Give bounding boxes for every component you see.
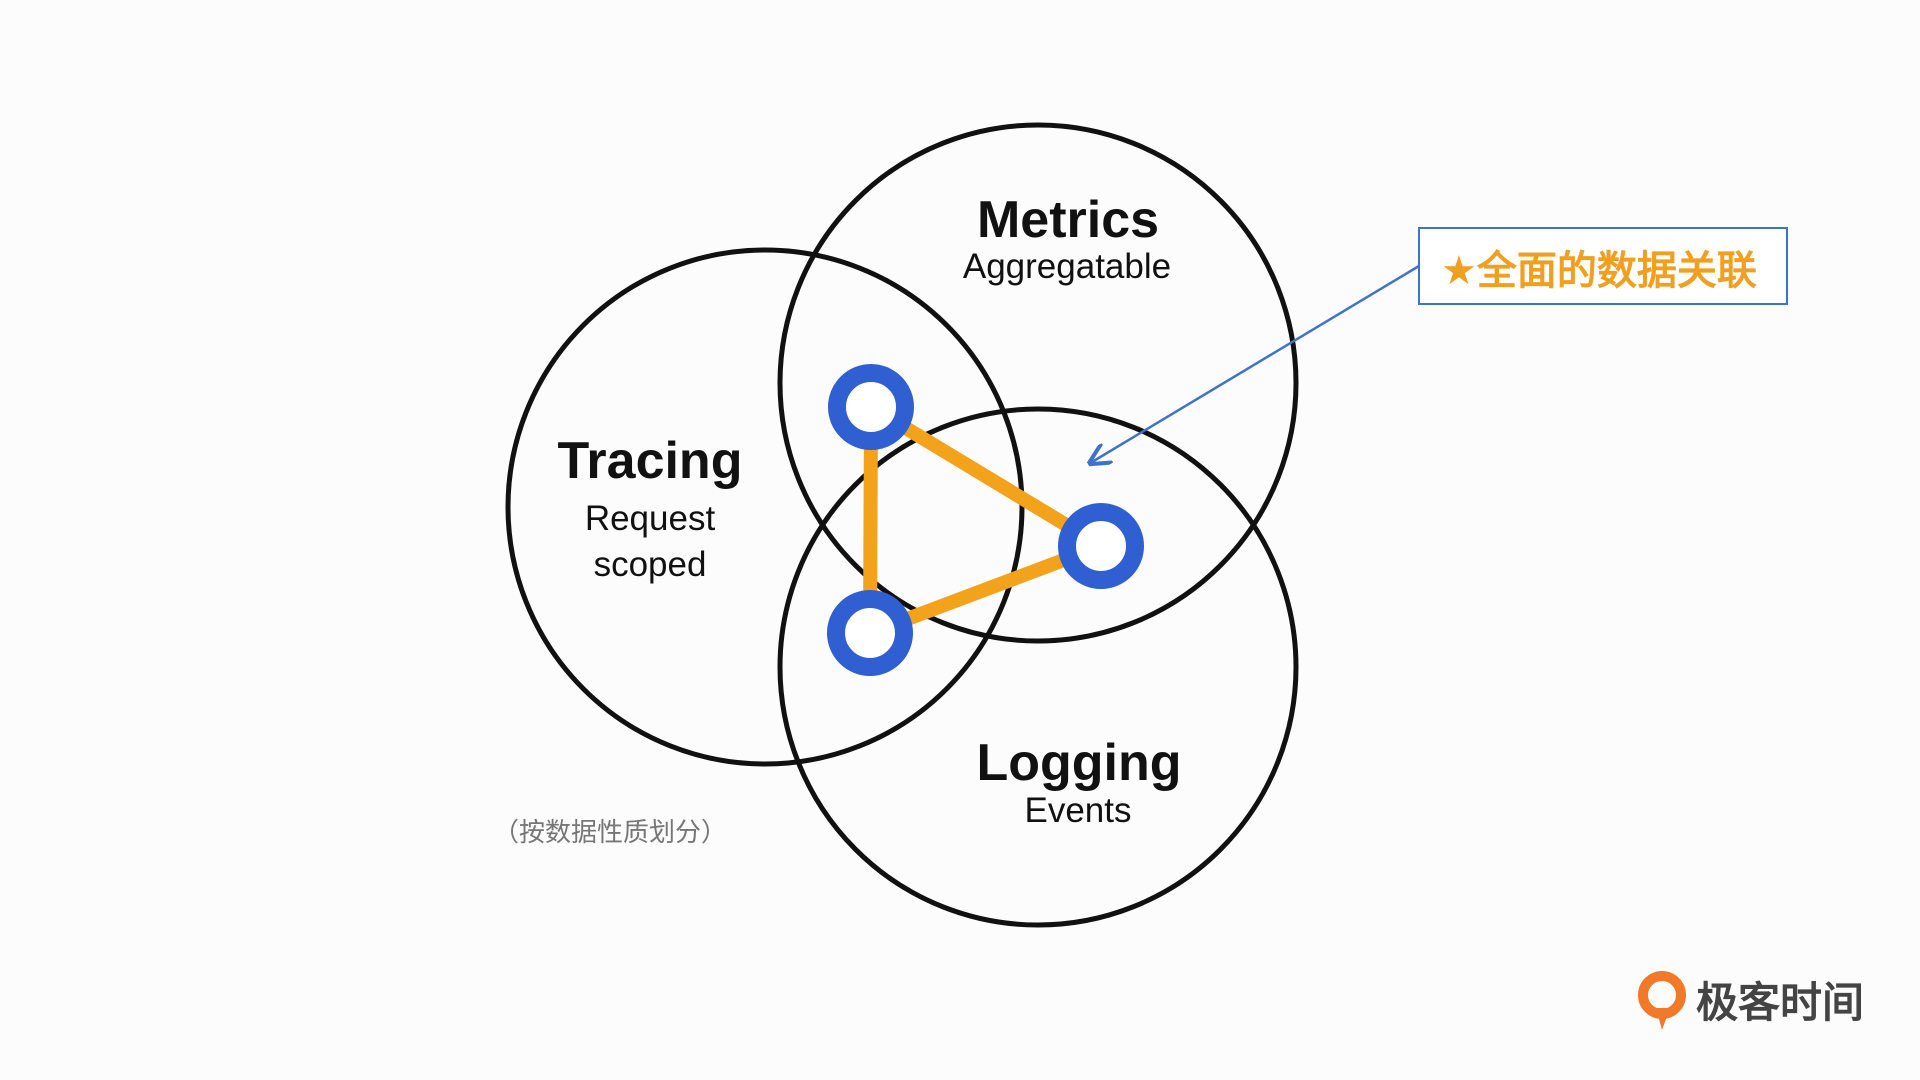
brand-logo: 极客时间 [1638, 971, 1864, 1030]
callout-label: ★全面的数据关联 [1441, 248, 1757, 294]
metrics-circle [777, 122, 1299, 644]
logging-circle [777, 406, 1299, 928]
brand-logo-tail [1656, 1008, 1670, 1030]
tracing-title: Tracing [558, 432, 743, 490]
callout-text: 全面的数据关联 [1476, 248, 1757, 294]
node-tracing-metrics [828, 364, 914, 450]
node-metrics-logging [1058, 503, 1144, 589]
link-tracing-metrics [864, 400, 1108, 553]
metrics-subtitle: Aggregatable [963, 247, 1171, 286]
logging-subtitle: Events [1025, 791, 1132, 830]
classification-note: （按数据性质划分） [493, 818, 727, 848]
brand-name: 极客时间 [1696, 978, 1864, 1027]
tracing-circle [505, 247, 1025, 767]
node-tracing-logging [827, 590, 913, 676]
star-icon: ★ [1441, 248, 1477, 294]
callout-arrow [1092, 264, 1420, 462]
tracing-subtitle-line1: Request [585, 499, 716, 538]
metrics-title: Metrics [977, 191, 1159, 249]
tracing-subtitle-line2: scoped [594, 545, 707, 584]
logging-title: Logging [976, 734, 1181, 792]
